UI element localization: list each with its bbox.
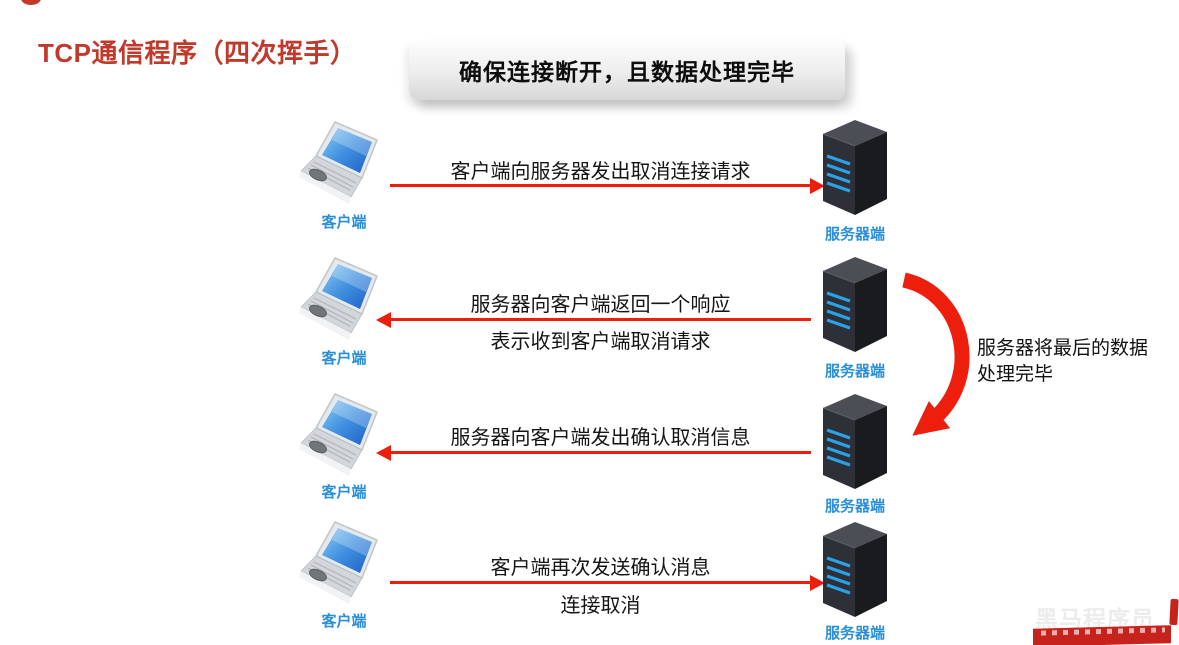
summary-banner: 确保连接断开，且数据处理完毕 [409,39,845,100]
watermark-banner [1033,625,1171,645]
step2-message-above: 服务器向客户端返回一个响应 [470,294,731,316]
client-label: 客户端 [321,350,367,367]
client-laptop-icon [299,521,378,604]
step2-arrow-left [390,318,811,321]
step1-arrow-right [390,184,811,187]
server-label: 服务器端 [824,498,885,515]
client-laptop-icon [299,393,378,476]
step4-arrow-right [390,581,811,584]
step4-message-below: 连接取消 [560,595,641,617]
corner-decoration [21,0,41,5]
step4-message-above: 客户端再次发送确认消息 [490,557,711,579]
client-label: 客户端 [321,214,367,231]
page-title: TCP通信程序（四次挥手） [38,38,357,68]
step1-message: 客户端向服务器发出取消连接请求 [450,161,751,183]
step2-message-below: 表示收到客户端取消请求 [490,331,711,353]
client-laptop-icon [299,121,378,204]
step3-arrow-left [390,451,811,454]
summary-banner-text: 确保连接断开，且数据处理完毕 [459,58,795,85]
server-label: 服务器端 [824,226,885,243]
side-annotation-line1: 服务器将最后的数据 [977,338,1149,359]
server-tower-icon [822,120,887,215]
server-label: 服务器端 [824,625,885,642]
server-processing-curved-arrow-icon [901,272,970,436]
watermark-tick [1169,598,1179,626]
server-label: 服务器端 [824,363,885,380]
server-tower-icon [822,257,887,352]
server-tower-icon [822,522,887,617]
client-label: 客户端 [321,484,367,501]
side-annotation: 服务器将最后的数据 处理完毕 [977,336,1177,388]
client-label: 客户端 [321,613,367,630]
server-tower-icon [822,394,887,489]
step3-message: 服务器向客户端发出确认取消信息 [450,427,751,449]
side-annotation-line2: 处理完毕 [977,364,1054,385]
client-laptop-icon [299,257,378,340]
